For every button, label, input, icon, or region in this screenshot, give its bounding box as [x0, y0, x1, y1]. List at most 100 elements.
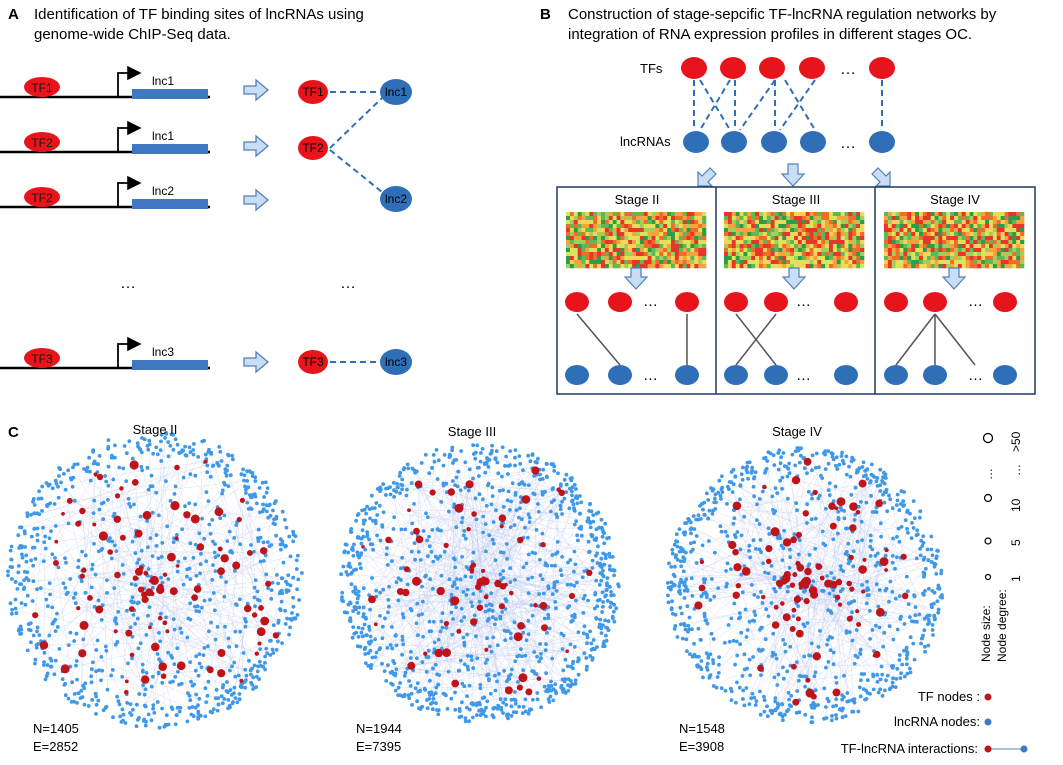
tf-node [298, 136, 328, 160]
down-right-arrow-icon [871, 167, 891, 187]
tf-ellipse [24, 77, 60, 97]
tf-label: TF1 [31, 81, 53, 95]
network-graphs [6, 430, 944, 730]
stage-box-title-2: Stage II [614, 192, 660, 207]
size-legend-circle [984, 573, 992, 581]
ellipsis: … [340, 275, 356, 292]
right-arrow-icon [243, 350, 270, 374]
lnc-node-label: lnc1 [385, 85, 407, 99]
tf-node-label: TF3 [302, 355, 324, 369]
degree-ellipsis: … [981, 468, 995, 480]
gene-label: lnc2 [152, 184, 174, 198]
ellipsis: … [120, 275, 136, 292]
panel-a-row-3: TF2 lnc2 [0, 175, 210, 209]
panel-a-block-arrows [243, 78, 270, 374]
gene-label: lnc1 [152, 74, 174, 88]
tf-ellipse [24, 187, 60, 207]
right-arrow-icon [243, 188, 270, 212]
tss-arrow [117, 175, 142, 207]
tf-node-label: TF1 [302, 85, 324, 99]
stage-2-node-count: N=1405 [33, 721, 79, 736]
tf-node-label: TF2 [302, 141, 324, 155]
gene-label: lnc1 [152, 129, 174, 143]
panel-a-letter: A [8, 6, 19, 23]
tf-label: TF2 [31, 191, 53, 205]
ellipsis: … [840, 61, 856, 78]
heatmaps [566, 212, 1025, 290]
lnc-node-label: lnc2 [385, 192, 407, 206]
panel-a-row-2: TF2 lnc1 [0, 120, 210, 154]
tss-arrow [117, 65, 142, 97]
degree-label: 5 [1009, 539, 1023, 546]
degree-label: … [1009, 464, 1023, 476]
ellipsis: … [840, 135, 856, 152]
panel-b-letter: B [540, 6, 551, 23]
lnc-node [380, 79, 412, 105]
lnc-node [380, 349, 412, 375]
tss-arrow [117, 120, 142, 152]
network-graph [339, 443, 621, 724]
tf-ellipse [24, 132, 60, 152]
tf-ellipse [24, 348, 60, 368]
expression-heatmap [566, 212, 707, 269]
ellipsis: … [968, 293, 983, 310]
down-arrow-icon [941, 267, 967, 290]
gene-bar [132, 199, 208, 209]
interactions-legend-label: TF-lncRNA interactions: [841, 741, 978, 756]
stage-2-edge-count: E=2852 [33, 739, 79, 754]
panel-c-letter: C [8, 424, 19, 441]
gene-label: lnc3 [152, 345, 174, 359]
tf-node [298, 350, 328, 374]
panel-b-stage-arrows [697, 163, 891, 187]
lncrna-nodes-legend-label: lncRNA nodes: [894, 714, 980, 729]
down-arrow-icon [623, 267, 649, 290]
gene-bar [132, 89, 208, 99]
stage-box-title-4: Stage IV [930, 192, 980, 207]
ellipsis: … [643, 293, 658, 310]
stage-4-edge-count: E=3908 [679, 739, 725, 754]
panel-a-row-1: TF1 lnc1 [0, 65, 210, 99]
network-title-stage-4: Stage IV [772, 424, 822, 439]
panel-a-network-bottom: TF3 lnc3 [298, 349, 412, 375]
panel-b-title-line2: integration of RNA expression profiles i… [568, 26, 973, 43]
lnc-node-label: lnc3 [385, 355, 407, 369]
network-title-stage-2: Stage II [132, 422, 178, 437]
stage-4-node-count: N=1548 [679, 721, 725, 736]
stage-networks: ……………… [565, 292, 1017, 385]
size-legend-circle [983, 493, 993, 503]
expression-heatmap [724, 212, 865, 269]
panel-a-title-line1: Identification of TF binding sites of ln… [34, 6, 364, 23]
gene-bar [132, 360, 208, 370]
lncrna-node-legend-dot [984, 718, 992, 726]
lncrnas-label: lncRNAs [620, 134, 671, 149]
stage-3-node-count: N=1944 [356, 721, 402, 736]
stage-subnetwork: …… [724, 292, 858, 385]
lnc-node [380, 186, 412, 212]
degree-label: 10 [1009, 498, 1023, 512]
panel-b-bipartite: TFs lncRNAs … … [620, 57, 895, 153]
expression-heatmap [884, 212, 1025, 269]
stage-box-title-3: Stage III [771, 192, 821, 207]
down-arrow-icon [781, 267, 807, 290]
legend: Node size: Node degree: 1 5 10 … >50 … T… [841, 431, 1028, 756]
tss-arrow [117, 336, 142, 368]
down-left-arrow-icon [697, 167, 717, 187]
ellipsis: … [796, 293, 811, 310]
ellipsis: … [796, 367, 811, 384]
network-graph [665, 446, 944, 725]
tfs-label: TFs [640, 61, 663, 76]
node-size-label: Node size: [979, 605, 993, 662]
right-arrow-icon [243, 134, 270, 158]
panel-b-stage-boxes [556, 186, 1036, 395]
down-arrow-icon [780, 163, 806, 187]
size-legend-circle [982, 432, 994, 444]
tf-node-legend-dot [984, 693, 992, 701]
panel-b-title-line1: Construction of stage-sepcific TF-lncRNA… [568, 6, 997, 23]
node-degree-label: Node degree: [995, 589, 1009, 662]
panel-a-title-line2: genome-wide ChIP-Seq data. [34, 26, 231, 43]
stage-3-edge-count: E=7395 [356, 739, 402, 754]
stage-subnetwork: …… [565, 292, 699, 385]
right-arrow-icon [243, 78, 270, 102]
network-graph [6, 430, 304, 730]
